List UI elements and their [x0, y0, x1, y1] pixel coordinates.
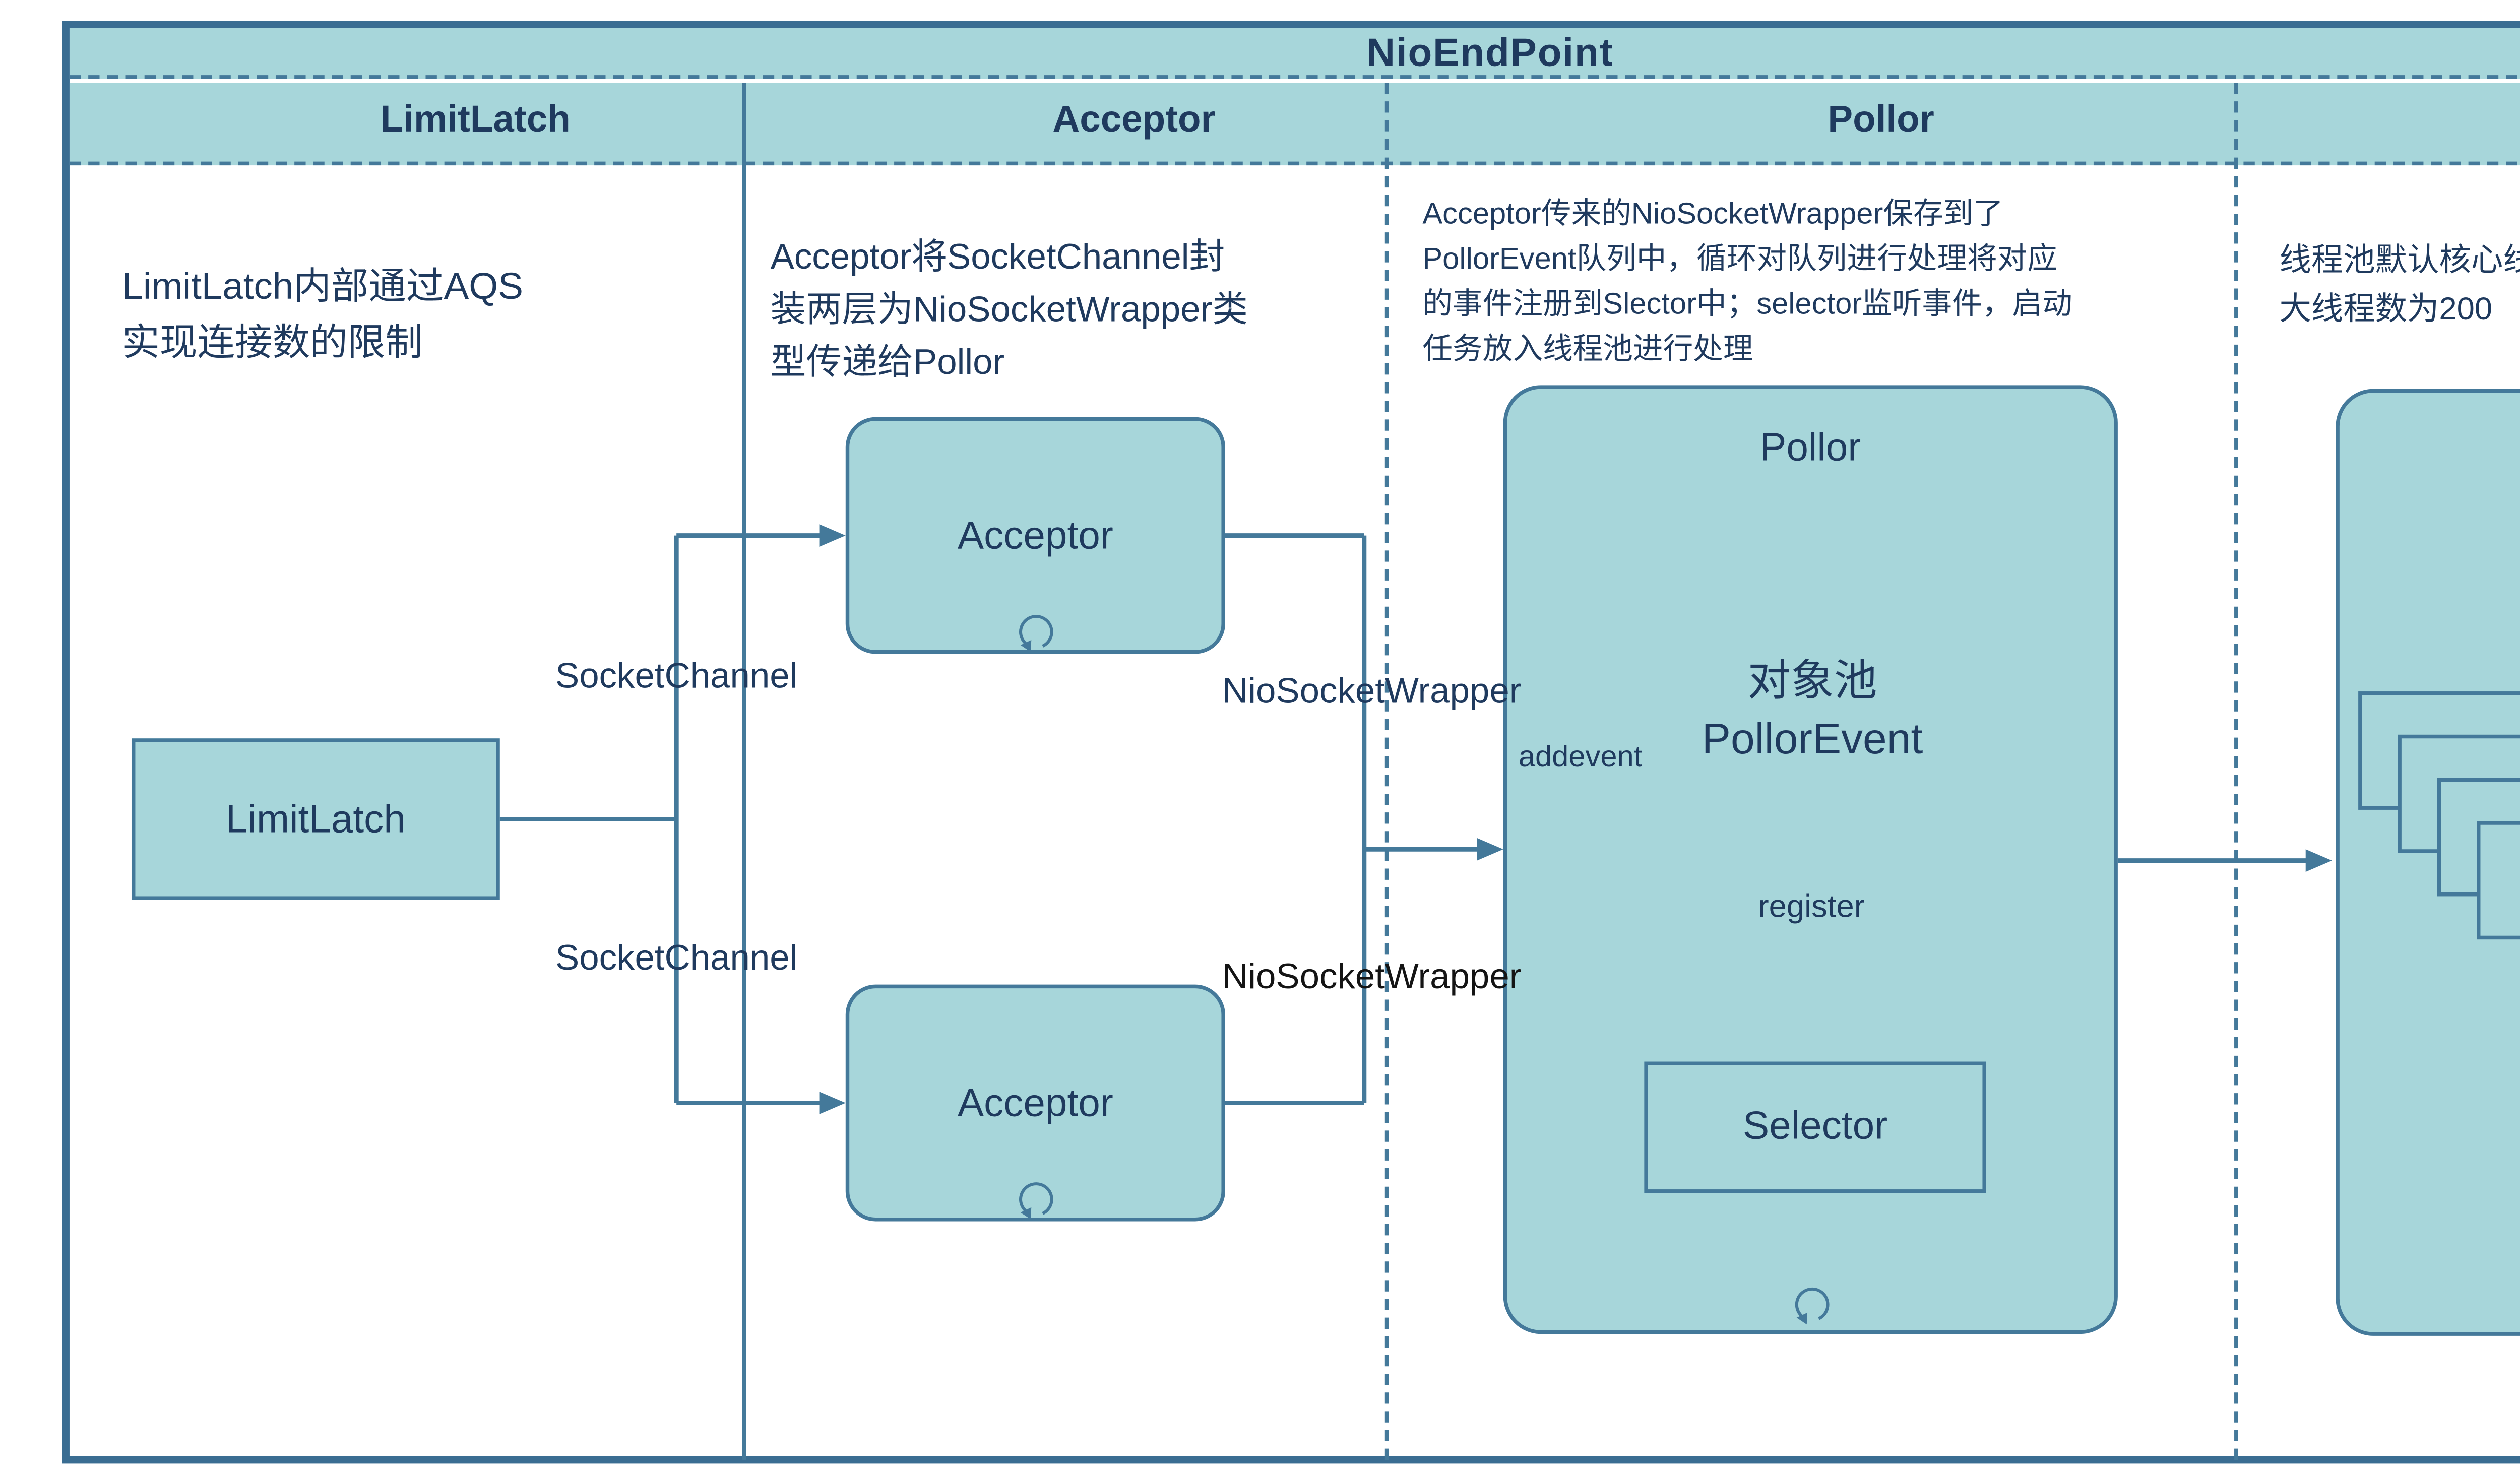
lane-header-pollor: Pollor: [1828, 99, 1934, 141]
lane-header-limitlatch: LimitLatch: [380, 99, 571, 141]
lane-note-pollor: Acceptor传来的NioSocketWrapper保存到了 PollorEv…: [1422, 199, 2072, 367]
lane-divider-pollor-executor: [2234, 83, 2238, 1460]
edge-label-niosocketwrapper-top: NioSocketWrapper: [1222, 672, 1522, 713]
pollor-node-title: Pollor: [1760, 426, 1861, 470]
edge-label-niosocketwrapper-bottom: NioSocketWrapper: [1222, 958, 1522, 998]
lane-divider-acceptor-pollor: [1384, 83, 1389, 1460]
loop-icon: [1019, 615, 1053, 652]
edge-label-socketchannel-top: SocketChannel: [555, 657, 798, 697]
selector-node-label: Selector: [1742, 1105, 1888, 1148]
lane-header-band: LimitLatch Acceptor Pollor Executor: [69, 83, 2520, 166]
edge-label-register: register: [1758, 888, 1865, 925]
pool-queue-label: 对象池 PollorEvent: [1702, 656, 1923, 763]
acceptor-node-top-label: Acceptor: [957, 515, 1113, 558]
lane-note-limitlatch: LimitLatch内部通过AQS 实现连接数的限制: [122, 267, 523, 365]
acceptor-node-bottom-label: Acceptor: [957, 1082, 1113, 1126]
acceptor-node-top: Acceptor: [845, 417, 1225, 654]
executor-node-title: Executor: [2340, 430, 2520, 475]
title-band: NioEndPoint: [69, 28, 2520, 79]
limitlatch-node: LimitLatch: [131, 738, 500, 900]
loop-icon: [1794, 1287, 1829, 1325]
diagram-title: NioEndPoint: [1366, 32, 1614, 76]
edge-label-addevent: addevent: [1518, 742, 1643, 775]
lane-note-acceptor: Acceptor将SocketChannel封 装两层为NioSocketWra…: [770, 238, 1248, 384]
lane-header-executor: Executor: [2307, 100, 2520, 143]
lane-divider-limitlatch-acceptor: [742, 83, 746, 1460]
socketprocess-node: SocketProcess: [2477, 821, 2520, 940]
lane-note-executor: 线程池默认核心线程数为10，最 大线程数为200: [2279, 242, 2520, 327]
acceptor-node-bottom: Acceptor: [845, 984, 1225, 1222]
lane-header-acceptor: Acceptor: [1052, 99, 1216, 141]
loop-icon: [1019, 1182, 1053, 1220]
edge-label-socketchannel-bottom: SocketChannel: [555, 939, 798, 979]
socketprocess-label: SocketProcess: [2480, 857, 2520, 906]
selector-node: Selector: [1644, 1061, 1986, 1193]
limitlatch-node-label: LimitLatch: [225, 798, 406, 842]
